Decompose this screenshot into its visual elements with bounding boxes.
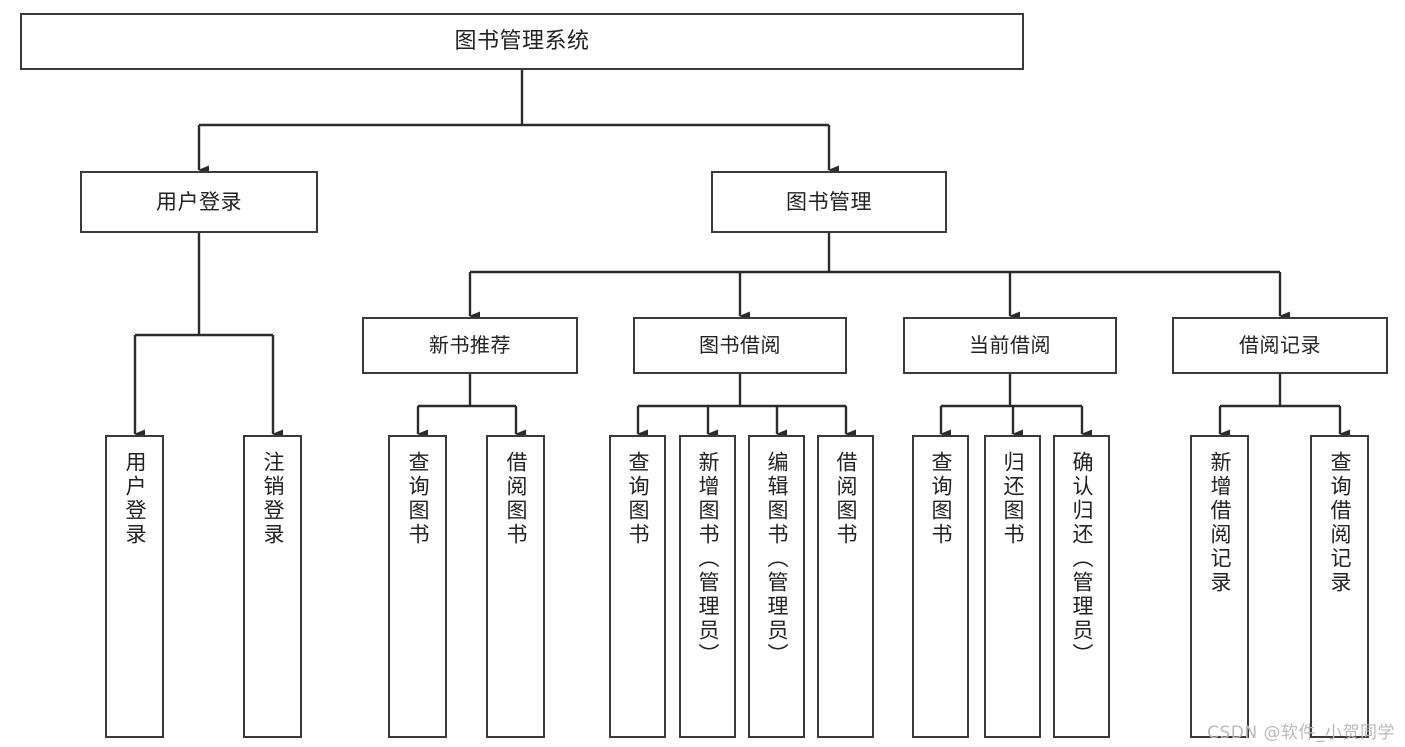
node-leaf-logout-login[interactable]: 注销登录 bbox=[243, 435, 302, 738]
node-user-login[interactable]: 用户登录 bbox=[80, 171, 318, 233]
node-book-borrow[interactable]: 图书借阅 bbox=[633, 317, 847, 374]
node-leaf-return-book[interactable]: 归还图书 bbox=[984, 435, 1041, 738]
node-label-current-borrow: 当前借阅 bbox=[969, 333, 1051, 357]
node-label-root: 图书管理系统 bbox=[454, 28, 590, 54]
node-label-leaf-add-borrow-record: 新增借阅记录 bbox=[1208, 451, 1232, 595]
node-current-borrow[interactable]: 当前借阅 bbox=[903, 317, 1117, 374]
node-label-leaf-return-book: 归还图书 bbox=[1001, 451, 1025, 547]
node-label-leaf-query-book-rec: 查询图书 bbox=[406, 451, 430, 547]
node-leaf-query-book-cur[interactable]: 查询图书 bbox=[912, 435, 969, 738]
node-borrow-record[interactable]: 借阅记录 bbox=[1172, 317, 1388, 374]
node-leaf-query-book-borrow[interactable]: 查询图书 bbox=[609, 435, 666, 738]
node-label-leaf-query-borrow-record: 查询借阅记录 bbox=[1328, 451, 1352, 595]
node-label-leaf-confirm-return-admin: 确认归还（管理员） bbox=[1070, 451, 1094, 667]
node-label-leaf-query-book-cur: 查询图书 bbox=[929, 451, 953, 547]
node-label-leaf-edit-book-admin: 编辑图书（管理员） bbox=[765, 451, 789, 667]
node-new-book-recommend[interactable]: 新书推荐 bbox=[362, 317, 578, 374]
node-leaf-query-borrow-record[interactable]: 查询借阅记录 bbox=[1310, 435, 1369, 738]
node-label-leaf-user-login: 用户登录 bbox=[123, 451, 147, 547]
node-leaf-add-book-admin[interactable]: 新增图书（管理员） bbox=[679, 435, 736, 738]
node-leaf-add-borrow-record[interactable]: 新增借阅记录 bbox=[1190, 435, 1249, 738]
node-leaf-borrow-book-rec[interactable]: 借阅图书 bbox=[486, 435, 545, 738]
edges-group bbox=[133, 70, 1350, 439]
node-label-leaf-borrow-book-rec: 借阅图书 bbox=[504, 451, 528, 547]
node-book-manage[interactable]: 图书管理 bbox=[711, 171, 947, 233]
node-leaf-edit-book-admin[interactable]: 编辑图书（管理员） bbox=[748, 435, 805, 738]
node-leaf-borrow-book[interactable]: 借阅图书 bbox=[817, 435, 874, 738]
node-label-leaf-add-book-admin: 新增图书（管理员） bbox=[696, 451, 720, 667]
node-label-leaf-borrow-book: 借阅图书 bbox=[834, 451, 858, 547]
node-label-leaf-logout-login: 注销登录 bbox=[261, 451, 285, 547]
node-label-book-borrow: 图书借阅 bbox=[699, 333, 781, 357]
node-leaf-confirm-return-admin[interactable]: 确认归还（管理员） bbox=[1053, 435, 1110, 738]
node-label-user-login: 用户登录 bbox=[156, 189, 242, 214]
node-root[interactable]: 图书管理系统 bbox=[20, 13, 1024, 70]
node-label-leaf-query-book-borrow: 查询图书 bbox=[626, 451, 650, 547]
node-leaf-query-book-rec[interactable]: 查询图书 bbox=[388, 435, 447, 738]
node-label-borrow-record: 借阅记录 bbox=[1239, 333, 1321, 357]
node-label-book-manage: 图书管理 bbox=[786, 189, 872, 214]
node-leaf-user-login[interactable]: 用户登录 bbox=[105, 435, 164, 738]
node-label-new-book-recommend: 新书推荐 bbox=[429, 333, 511, 357]
